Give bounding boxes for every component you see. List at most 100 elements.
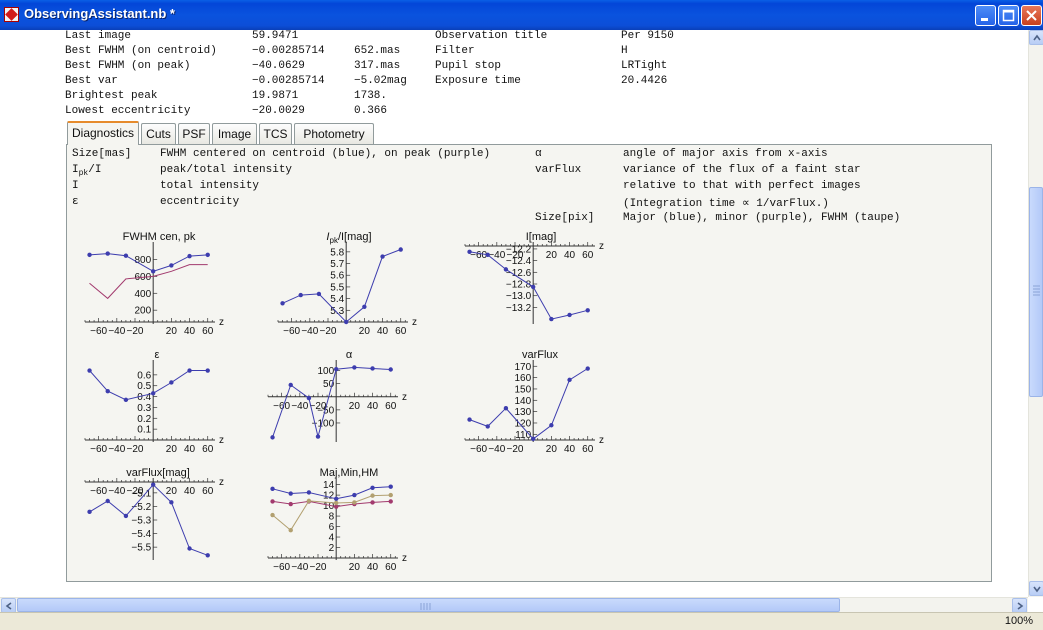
tab-psf[interactable]: PSF <box>178 123 210 144</box>
y-tick-label: 0.4 <box>137 392 151 403</box>
chevron-down-icon <box>1033 586 1041 593</box>
data-point <box>370 500 375 505</box>
scroll-up-button[interactable] <box>1029 30 1043 45</box>
data-point <box>585 366 590 371</box>
data-point <box>150 269 156 274</box>
y-tick-label: 140 <box>514 396 531 407</box>
data-point <box>370 485 375 490</box>
x-tick-label: 20 <box>349 562 361 573</box>
x-tick-label: −40 <box>108 326 125 337</box>
y-tick-label: 0.3 <box>137 403 151 414</box>
y-tick-label: 5.6 <box>330 271 344 282</box>
x-tick-label: 40 <box>184 326 196 337</box>
minimize-button[interactable] <box>975 5 996 26</box>
data-point <box>105 498 110 504</box>
chart-title-text: ε <box>154 349 160 361</box>
stat-value: −0.00285714 <box>252 75 325 87</box>
stat-value: 59.9471 <box>252 30 299 42</box>
x-tick-label: −40 <box>108 486 125 497</box>
x-tick-label: −20 <box>127 444 144 455</box>
y-tick-label: 6 <box>329 522 335 533</box>
maximize-button[interactable] <box>998 5 1019 26</box>
legend-key: Size[mas] <box>72 148 131 160</box>
data-point <box>306 498 312 504</box>
data-point <box>388 367 393 372</box>
legend-key-subscript: pk <box>78 169 89 179</box>
x-tick-label: −40 <box>291 562 308 573</box>
vertical-scroll-thumb[interactable] <box>1029 187 1043 397</box>
data-point <box>150 391 156 396</box>
data-point <box>270 435 275 440</box>
x-tick-label: −60 <box>90 326 107 337</box>
legend-desc: angle of major axis from x-axis <box>623 148 828 160</box>
legend-key: varFlux <box>535 164 582 176</box>
chart-title-text: varFlux[mag] <box>126 467 190 479</box>
data-point <box>270 499 275 504</box>
series-line <box>272 366 391 438</box>
y-tick-label: 0.1 <box>137 425 151 436</box>
x-tick-label: 40 <box>564 250 576 261</box>
x-axis-label: z <box>219 317 224 328</box>
x-axis-label: z <box>599 241 604 252</box>
tab-diagnostics[interactable]: Diagnostics <box>67 121 139 145</box>
y-tick-label: −5.2 <box>131 502 151 513</box>
x-tick-label: 40 <box>377 326 389 337</box>
stat-value: 19.9871 <box>252 90 299 102</box>
tab-cuts[interactable]: Cuts <box>141 123 176 144</box>
stat-value-2: −5.02mag <box>354 75 407 87</box>
y-tick-label: 5.5 <box>330 282 344 293</box>
legend-key-text: ε <box>72 196 79 208</box>
y-tick-label: 5.8 <box>330 247 344 258</box>
stat-label: Last image <box>65 30 132 42</box>
chart-title-part: /I[mag] <box>337 231 372 243</box>
data-point <box>205 368 210 373</box>
y-tick-label: −13.2 <box>506 303 532 314</box>
data-point <box>205 252 210 258</box>
data-point <box>352 365 357 370</box>
data-point <box>388 484 393 489</box>
tab-image[interactable]: Image <box>212 123 257 144</box>
stat-label: Best FWHM (on peak) <box>65 60 191 72</box>
data-point <box>306 395 312 401</box>
y-tick-label: −50 <box>317 405 334 416</box>
horizontal-scroll-thumb[interactable] <box>17 598 840 612</box>
legend-desc: (Integration time ∝ 1/varFlux.) <box>623 198 829 210</box>
legend-key: Size[pix] <box>535 212 595 224</box>
x-tick-label: 60 <box>385 401 397 412</box>
y-tick-label: 2 <box>329 543 335 554</box>
legend-desc: relative to that with perfect images <box>623 180 861 192</box>
x-tick-label: 60 <box>202 444 214 455</box>
obs-label: Pupil stop <box>435 60 502 72</box>
close-button[interactable] <box>1021 5 1042 26</box>
data-point <box>333 500 339 506</box>
x-axis-label: z <box>402 553 407 564</box>
scroll-left-button[interactable] <box>1 598 16 613</box>
legend-desc: eccentricity <box>160 196 240 208</box>
horizontal-scrollbar[interactable] <box>0 597 1028 613</box>
y-tick-label: 8 <box>329 512 335 523</box>
vertical-scrollbar[interactable] <box>1028 30 1043 597</box>
grip-icon <box>420 603 431 610</box>
scroll-right-button[interactable] <box>1012 598 1027 613</box>
data-point <box>567 377 572 383</box>
tab-photometry[interactable]: Photometry <box>294 123 374 144</box>
x-tick-label: −60 <box>273 401 290 412</box>
zoom-level[interactable]: 100% <box>1004 615 1033 627</box>
data-point <box>123 397 129 403</box>
x-tick-label: 60 <box>395 326 407 337</box>
data-point <box>530 284 536 290</box>
scroll-down-button[interactable] <box>1029 581 1043 596</box>
data-point <box>549 423 554 428</box>
maximize-icon <box>1002 9 1015 22</box>
legend-desc: Major (blue), minor (purple), FWHM (taup… <box>623 212 901 224</box>
data-point <box>333 504 339 509</box>
stat-label: Lowest eccentricity <box>65 105 191 117</box>
data-point <box>467 249 472 255</box>
x-tick-label: 20 <box>546 250 558 261</box>
data-point <box>169 263 174 268</box>
tab-tcs[interactable]: TCS <box>259 123 292 144</box>
mathematica-app-icon[interactable] <box>4 7 19 22</box>
